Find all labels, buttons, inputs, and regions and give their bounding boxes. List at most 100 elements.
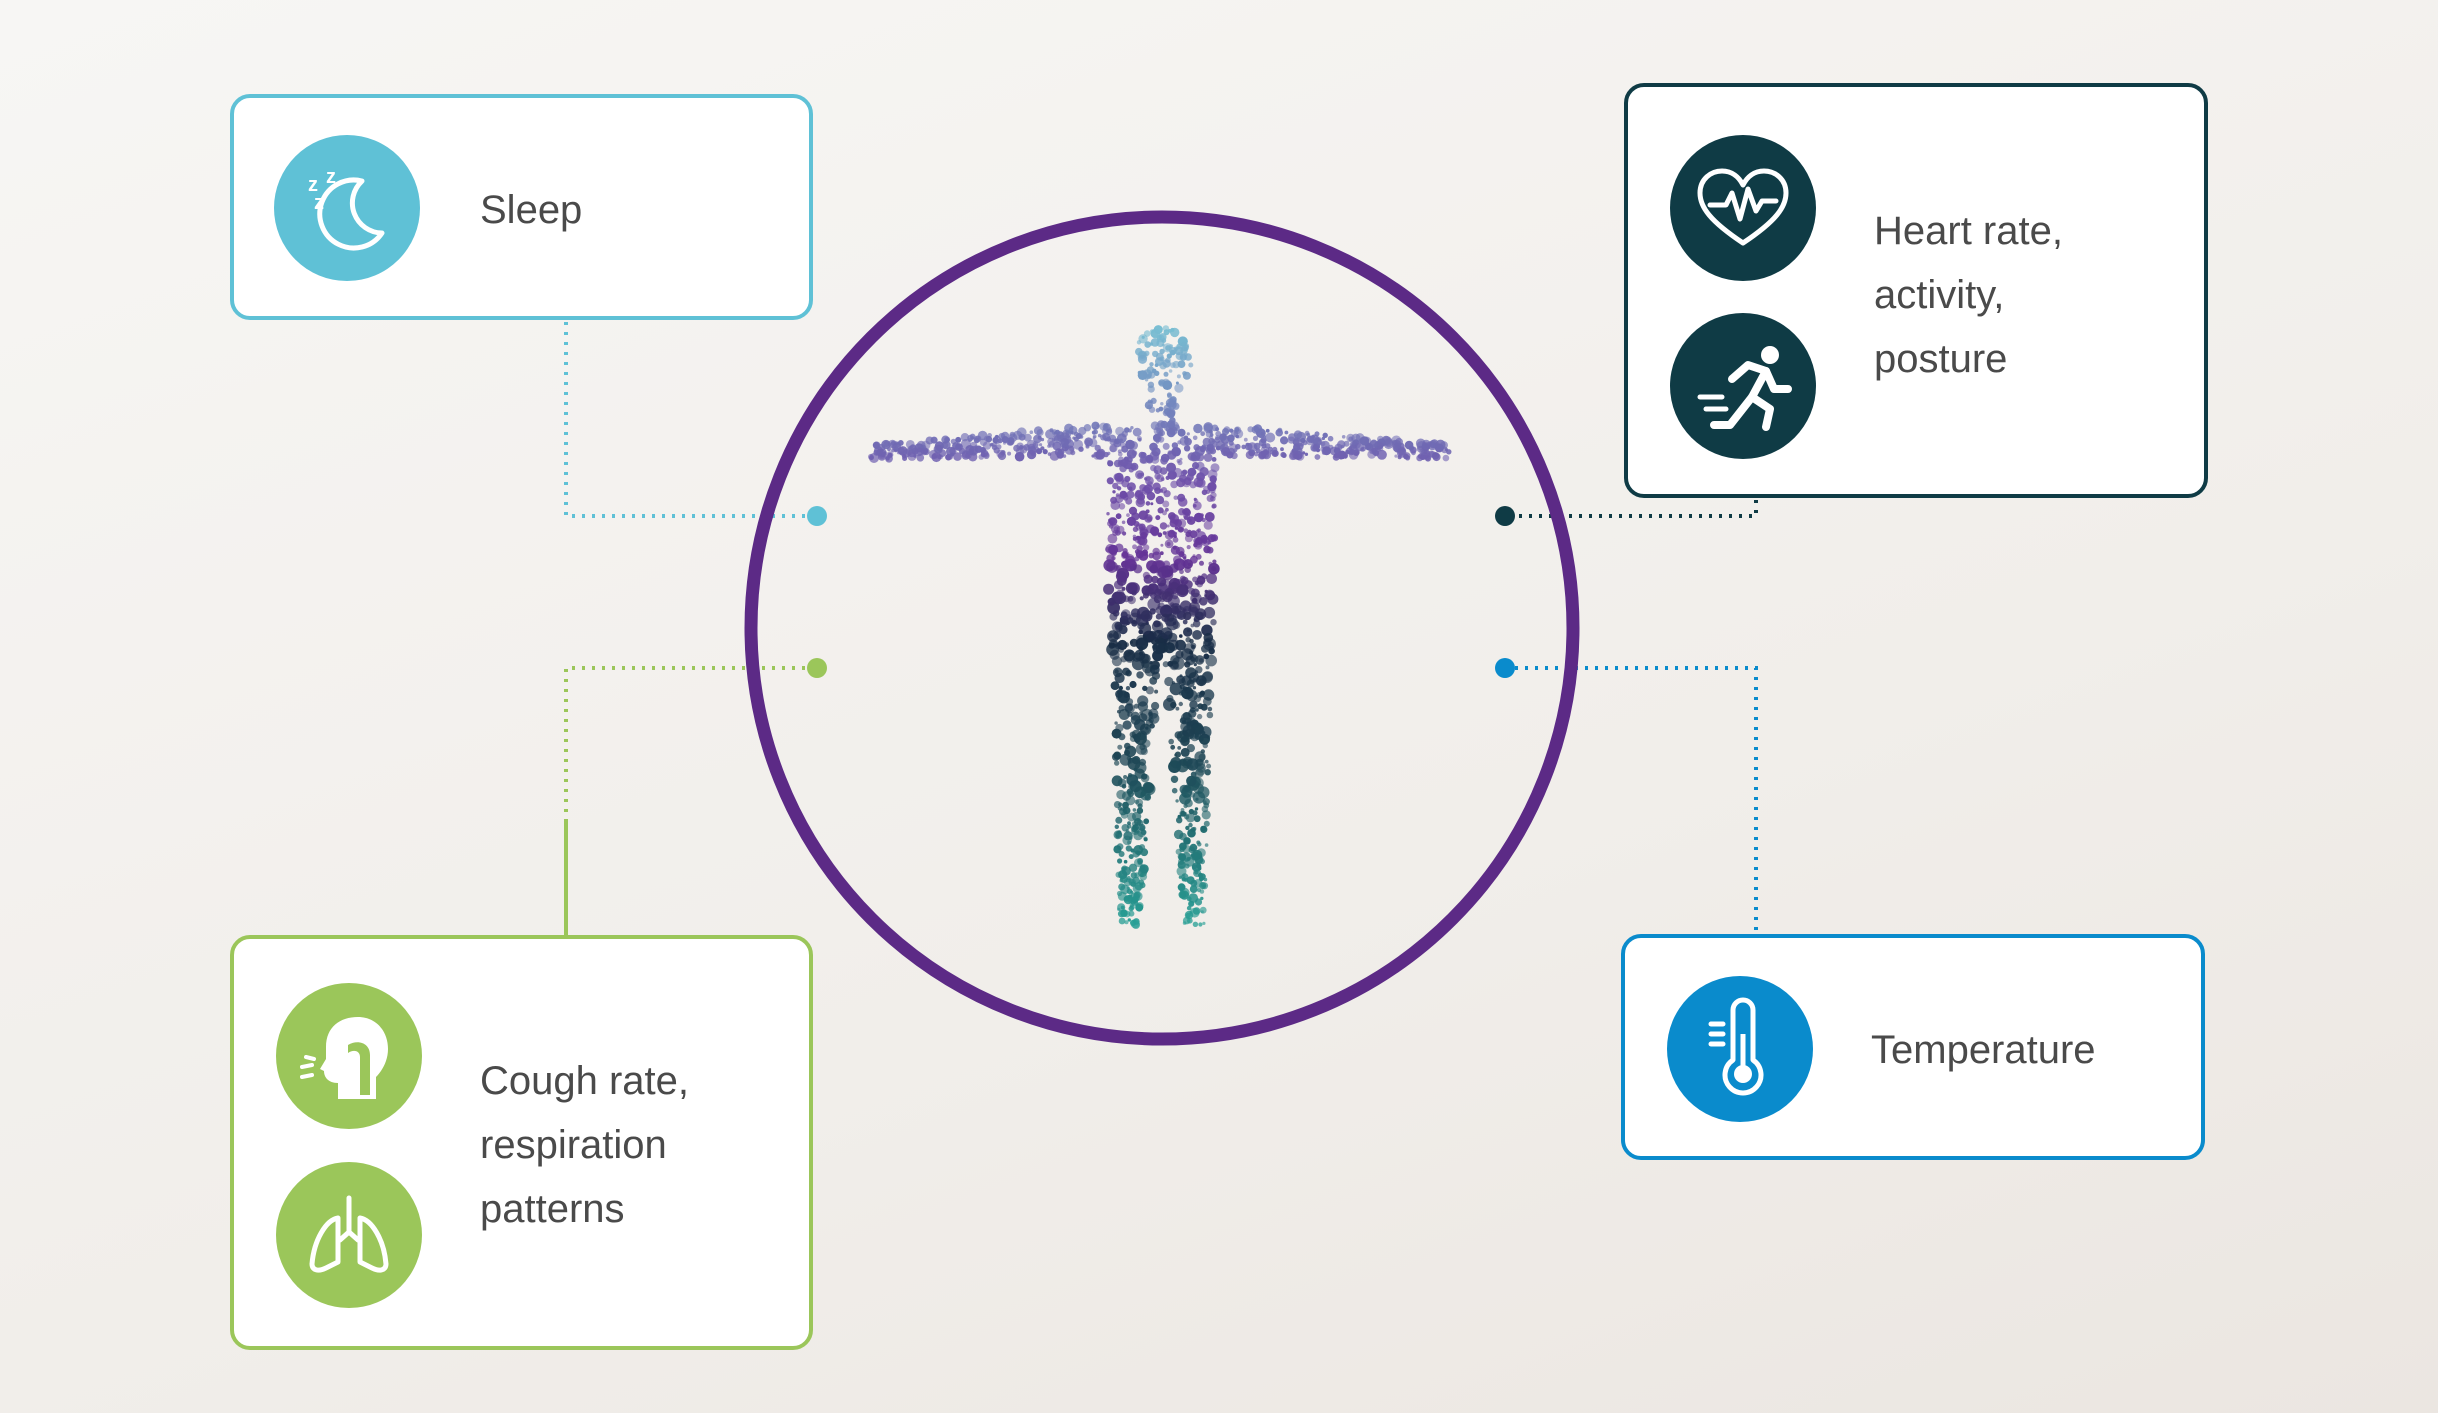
figure-dot xyxy=(1160,453,1170,463)
figure-dot xyxy=(1206,763,1212,769)
figure-dot xyxy=(1203,820,1210,827)
moon-sleep-icon: z z z xyxy=(274,135,420,281)
figure-dot xyxy=(1177,428,1186,437)
figure-dot xyxy=(1195,708,1199,712)
figure-dot xyxy=(1203,877,1208,882)
figure-dot xyxy=(1126,774,1139,786)
figure-dot xyxy=(1145,501,1151,506)
figure-dot xyxy=(1114,760,1120,766)
figure-dot xyxy=(1084,439,1091,445)
figure-dot xyxy=(1341,435,1346,439)
figure-dot xyxy=(1073,431,1079,437)
figure-dot xyxy=(1202,884,1206,888)
figure-dot xyxy=(1128,454,1132,458)
figure-dot xyxy=(1121,560,1131,570)
thermometer-icon xyxy=(1667,976,1813,1122)
figure-dot xyxy=(1064,423,1074,433)
figure-dot xyxy=(1126,516,1136,527)
figure-dot xyxy=(1302,440,1308,446)
figure-dot xyxy=(1174,753,1178,757)
figure-dot xyxy=(1177,746,1182,750)
body-ring xyxy=(744,210,1580,1046)
figure-dot xyxy=(1106,554,1115,563)
figure-dot xyxy=(1138,438,1142,442)
figure-dot xyxy=(1370,439,1378,447)
figure-dot xyxy=(1009,431,1016,438)
figure-dot xyxy=(1116,789,1126,800)
figure-dot xyxy=(1204,512,1215,522)
figure-dot xyxy=(1346,433,1355,443)
figure-dot xyxy=(1127,918,1132,922)
figure-dot xyxy=(1147,404,1152,410)
figure-dot xyxy=(1091,454,1095,458)
figure-dot xyxy=(1178,875,1182,879)
figure-dot xyxy=(1153,465,1163,475)
figure-dot xyxy=(1198,658,1204,663)
svg-text:z: z xyxy=(314,192,324,214)
figure-dot xyxy=(1312,444,1320,452)
figure-dot xyxy=(1048,441,1055,448)
figure-dot xyxy=(1116,433,1127,444)
figure-dot xyxy=(1130,881,1136,887)
figure-dot xyxy=(1235,434,1240,439)
figure-dot xyxy=(1162,359,1171,368)
figure-dot xyxy=(1206,573,1217,584)
figure-dot xyxy=(1338,454,1344,460)
figure-dot xyxy=(1152,350,1159,358)
figure-dot xyxy=(1189,792,1196,798)
figure-dot xyxy=(1121,520,1126,525)
figure-dot xyxy=(1123,878,1132,887)
respiration-connector-dot xyxy=(807,658,827,678)
figure-dot xyxy=(1180,747,1190,757)
figure-dot xyxy=(1243,437,1248,442)
figure-dot xyxy=(1121,808,1125,812)
vitals-card: Heart rate, activity, posture xyxy=(1624,83,2208,498)
sleep-card: z z z Sleep xyxy=(230,94,813,320)
figure-dot xyxy=(1120,609,1131,620)
figure-dot xyxy=(1192,435,1198,441)
figure-dot xyxy=(942,440,951,450)
figure-dot xyxy=(1136,634,1148,646)
figure-dot xyxy=(1165,475,1170,480)
figure-dot xyxy=(1176,817,1183,824)
figure-dot xyxy=(1130,711,1140,721)
figure-dot xyxy=(1133,703,1139,709)
figure-dot xyxy=(1183,512,1191,520)
figure-dot xyxy=(1160,543,1164,547)
figure-dot xyxy=(1174,383,1184,393)
figure-dot xyxy=(1186,917,1193,924)
figure-dot xyxy=(1172,545,1177,550)
respiration-card: Cough rate, respiration patterns xyxy=(230,935,813,1350)
figure-dot xyxy=(1189,650,1193,655)
figure-dot xyxy=(1123,910,1131,918)
figure-dot xyxy=(1183,528,1189,534)
figure-dot xyxy=(1394,454,1398,458)
figure-dot xyxy=(1199,858,1206,865)
figure-dot xyxy=(953,452,962,461)
figure-dot xyxy=(1196,713,1203,720)
figure-dot xyxy=(1114,824,1120,829)
figure-dot xyxy=(1207,482,1217,492)
figure-dot xyxy=(1126,824,1132,829)
figure-dot xyxy=(1033,434,1042,444)
figure-dot xyxy=(1205,654,1217,667)
figure-dot xyxy=(1124,650,1131,657)
figure-dot xyxy=(868,453,874,460)
respiration-label: Cough rate, respiration patterns xyxy=(480,1059,690,1231)
figure-dot xyxy=(1197,786,1210,799)
figure-dot xyxy=(1128,863,1138,872)
figure-dot xyxy=(1166,462,1177,473)
vitals-label: Heart rate, activity, posture xyxy=(1874,209,2063,381)
figure-dot xyxy=(1132,544,1138,550)
figure-dot xyxy=(1419,448,1426,456)
figure-dot xyxy=(1253,442,1261,450)
figure-dot xyxy=(1199,726,1212,739)
figure-dot xyxy=(1139,596,1144,601)
figure-dot xyxy=(1163,329,1170,336)
lungs-icon xyxy=(276,1162,422,1308)
figure-dot xyxy=(1170,327,1175,332)
figure-dot xyxy=(1191,864,1197,870)
figure-dot xyxy=(1191,852,1200,861)
